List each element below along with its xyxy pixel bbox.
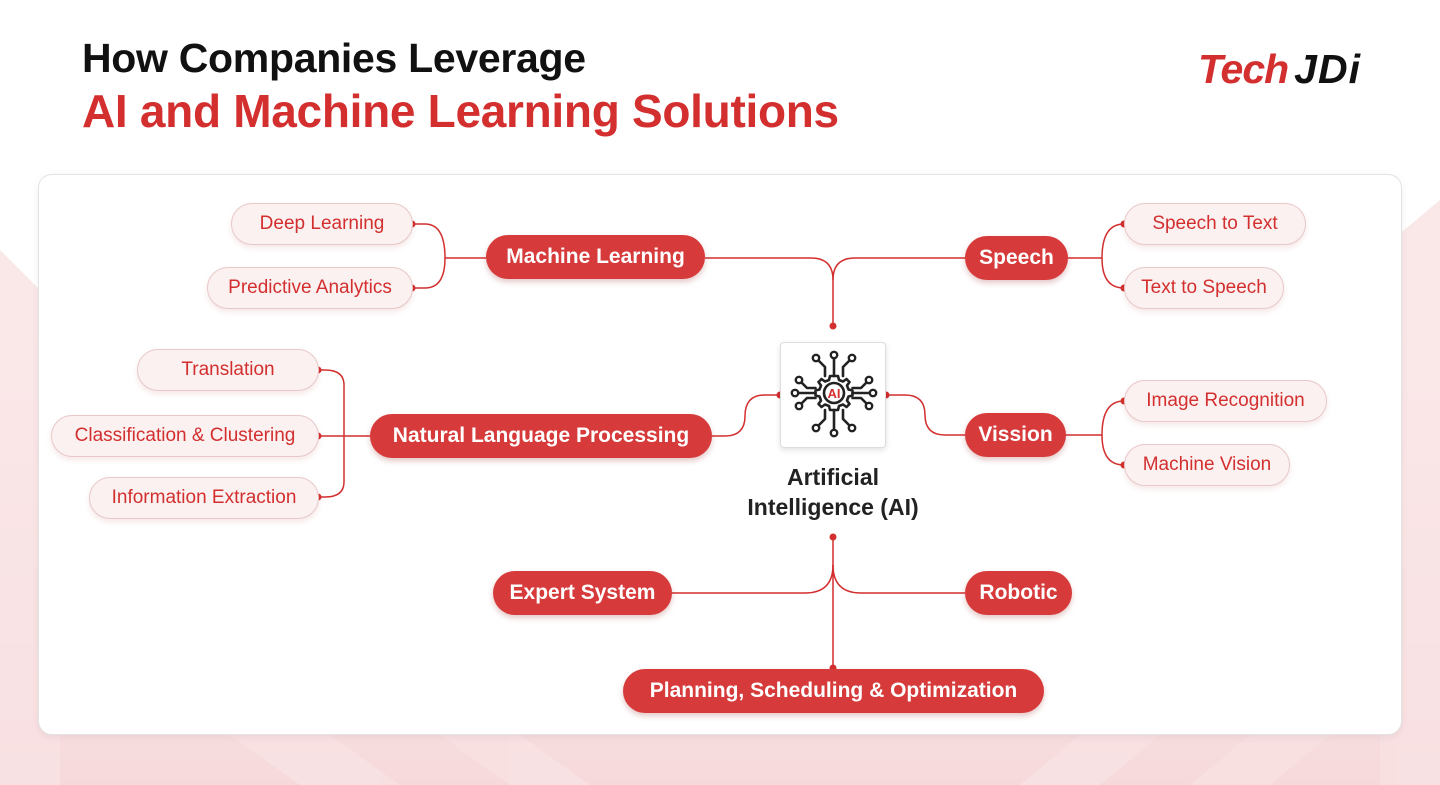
subtopic-information-extraction: Information Extraction xyxy=(89,477,319,519)
title-line-1: How Companies Leverage xyxy=(82,35,586,81)
node-expert-system: Expert System xyxy=(493,571,672,615)
subtopic-classification-clustering: Classification & Clustering xyxy=(51,415,319,457)
ai-label-line-2: Intelligence (AI) xyxy=(747,494,919,520)
node-vision: Vission xyxy=(965,413,1066,457)
logo-text-part2: JDi xyxy=(1294,46,1361,92)
ai-center-node: AI xyxy=(780,342,886,448)
subtopic-image-recognition: Image Recognition xyxy=(1124,380,1327,422)
node-speech: Speech xyxy=(965,236,1068,280)
page-title: How Companies Leverage AI and Machine Le… xyxy=(82,34,839,140)
ai-label-line-1: Artificial xyxy=(786,464,880,490)
subtopic-deep-learning: Deep Learning xyxy=(231,203,413,245)
logo-text-part1: Tech xyxy=(1198,46,1289,92)
ai-center-label: Artificial Intelligence (AI) xyxy=(733,462,933,522)
subtopic-translation: Translation xyxy=(137,349,319,391)
title-line-2: AI and Machine Learning Solutions xyxy=(82,85,839,137)
node-natural-language-processing: Natural Language Processing xyxy=(370,414,712,458)
subtopic-predictive-analytics: Predictive Analytics xyxy=(207,267,413,309)
subtopic-machine-vision: Machine Vision xyxy=(1124,444,1290,486)
node-robotic: Robotic xyxy=(965,571,1072,615)
subtopic-speech-to-text: Speech to Text xyxy=(1124,203,1306,245)
node-machine-learning: Machine Learning xyxy=(486,235,705,279)
node-planning-scheduling-optimization: Planning, Scheduling & Optimization xyxy=(623,669,1044,713)
subtopic-text-to-speech: Text to Speech xyxy=(1124,267,1284,309)
ai-chip-text: AI xyxy=(828,386,841,401)
ai-chip-icon: AI xyxy=(790,350,878,438)
